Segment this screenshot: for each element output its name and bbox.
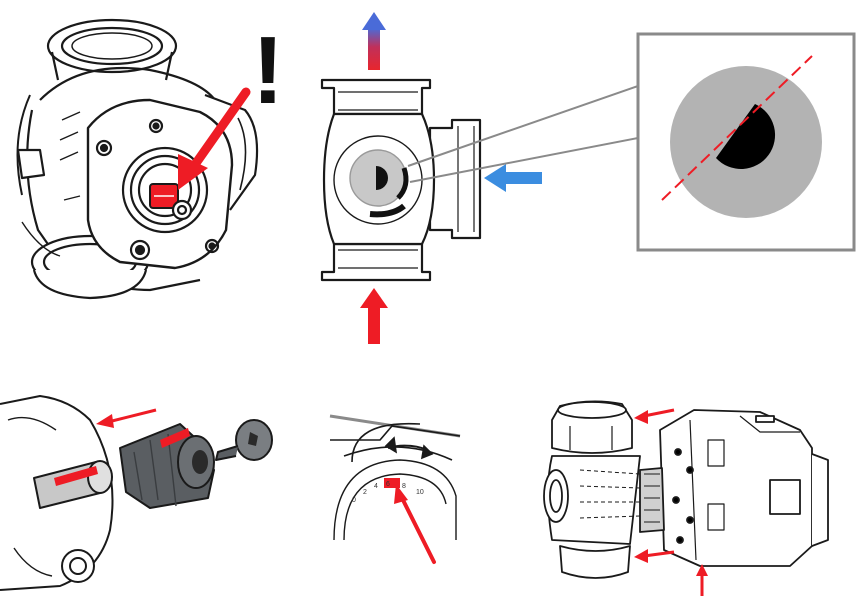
valve-iso-warning-panel	[16, 18, 259, 300]
dial-label-10: 10	[416, 489, 424, 496]
dial-pointer-arrow-icon	[394, 484, 436, 564]
dial-label-6: 6	[386, 481, 390, 488]
scale-dial-panel	[329, 414, 461, 541]
warning-arrow-icon	[178, 87, 251, 190]
mixed-outflow-arrow-icon	[362, 12, 386, 70]
adapter-direction-arrow-icon	[96, 408, 157, 428]
zoom-leader-lines	[407, 85, 639, 183]
actuator-mounted-panel	[543, 400, 829, 579]
dial-label-2: 2	[363, 489, 367, 496]
dial-scale-labels: 0 2 4 6 8 10	[352, 481, 424, 504]
adapter-assembly-panel	[0, 395, 273, 591]
red-inflow-arrow-icon	[360, 288, 388, 344]
dial-label-4: 4	[374, 483, 378, 490]
shaft-zoom-panel	[636, 32, 856, 252]
dial-label-8: 8	[402, 483, 406, 490]
exclamation-mark: !	[252, 17, 284, 124]
valve-section-flow-panel	[320, 78, 482, 282]
actuator-arrows	[634, 408, 708, 596]
dial-label-0: 0	[352, 497, 356, 504]
blue-inflow-arrow-icon	[484, 164, 542, 192]
